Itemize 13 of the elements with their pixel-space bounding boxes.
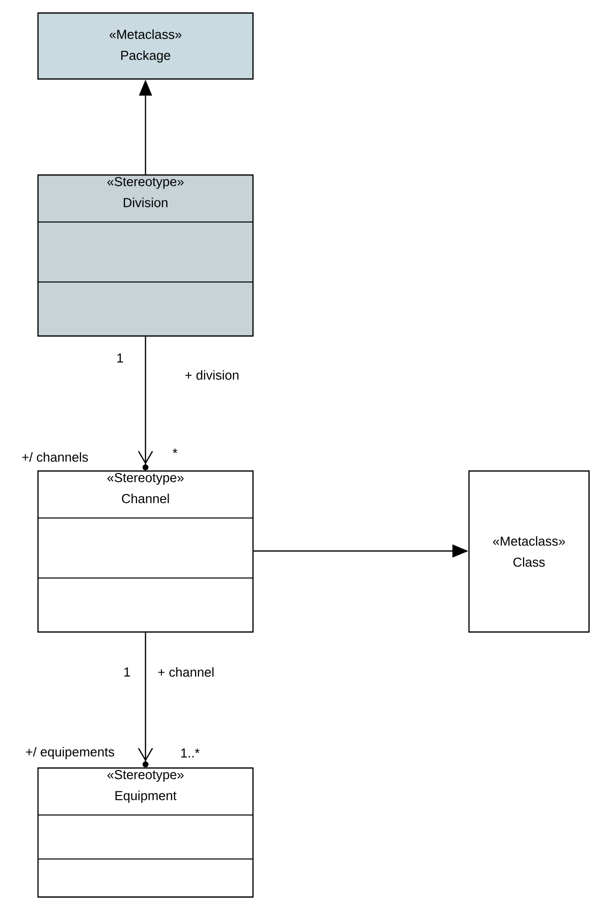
association-arrow [138, 632, 154, 768]
edge-label: + division [184, 369, 240, 381]
class-box: «Metaclass» Class [468, 470, 590, 633]
multiplicity-label: 1 [117, 354, 123, 362]
multiplicity-label: * [172, 448, 178, 454]
class-box: «Metaclass» Package [37, 12, 254, 80]
class-box: «Stereotype» Division [37, 174, 254, 337]
class-box: «Stereotype» Equipment [37, 767, 254, 898]
multiplicity-label: +/ channels [22, 452, 88, 462]
class-box: «Stereotype» Channel [37, 470, 254, 633]
association-arrow [138, 336, 154, 470]
multiplicity-label: 1 [124, 668, 130, 676]
edge-label: + channel [156, 666, 216, 678]
